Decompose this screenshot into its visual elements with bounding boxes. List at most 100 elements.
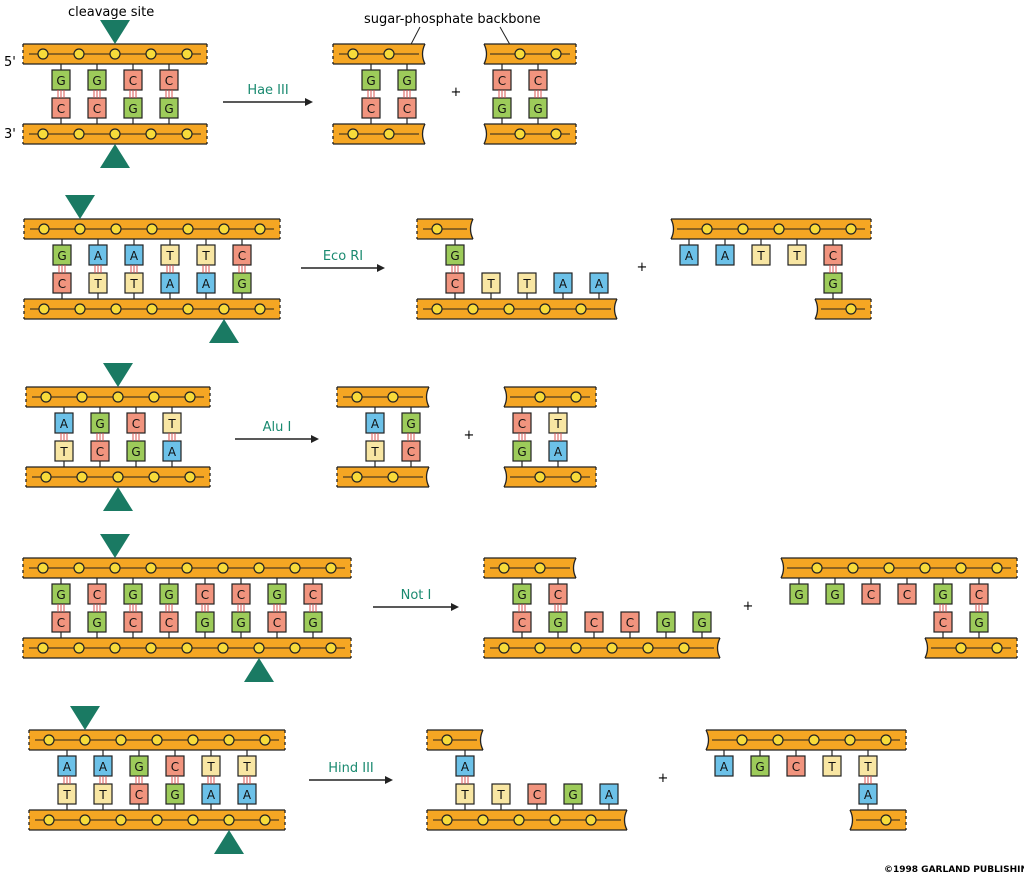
plus-sign: +	[637, 260, 648, 275]
base-letter: C	[129, 616, 137, 630]
base-letter: G	[533, 102, 542, 116]
phosphate-node	[110, 303, 122, 315]
phosphate-node	[351, 471, 363, 483]
base-letter: A	[371, 417, 380, 431]
top-strand-base: G	[51, 578, 71, 605]
top-strand-base: A	[124, 239, 144, 266]
product2-bottom-base: G	[528, 97, 548, 124]
phosphate-node	[37, 128, 49, 140]
base-box	[789, 583, 809, 605]
base-box	[589, 272, 609, 294]
bottom-strand-base: T	[57, 783, 77, 810]
product2-bottom-backbone	[814, 298, 872, 320]
base-letter: T	[242, 760, 251, 774]
cut-end	[572, 557, 577, 579]
base-box	[825, 583, 845, 605]
phosphate-node	[181, 48, 193, 60]
phosphate-node	[539, 303, 551, 315]
product2-bottom-backbone	[483, 123, 577, 145]
product2-top-base: C	[528, 64, 548, 91]
phosphate-node	[737, 223, 749, 235]
cut-end	[705, 729, 710, 751]
product2-top-base: C	[823, 239, 843, 266]
phosphate-node	[223, 734, 235, 746]
product1-bottom-backbone	[416, 298, 618, 320]
phosphate-node	[383, 48, 395, 60]
base-letter: T	[496, 788, 505, 802]
product1-bottom-base: G	[656, 611, 676, 638]
base-letter: C	[554, 588, 562, 602]
product1-top-base: G	[397, 64, 417, 91]
top-strand-base: C	[165, 750, 185, 777]
phosphate-node	[73, 48, 85, 60]
phosphate-node	[79, 734, 91, 746]
base-letter: C	[57, 616, 65, 630]
base-letter: G	[553, 616, 562, 630]
base-letter: A	[60, 417, 69, 431]
base-letter: C	[57, 102, 65, 116]
phosphate-node	[809, 223, 821, 235]
phosphate-node	[148, 471, 160, 483]
phosphate-node	[259, 734, 271, 746]
base-letter: G	[406, 417, 415, 431]
product2-top-base: A	[679, 239, 699, 266]
phosphate-node	[115, 814, 127, 826]
phosphate-node	[955, 642, 967, 654]
phosphate-node	[880, 814, 892, 826]
bottom-strand-backbone	[22, 637, 352, 659]
phosphate-node	[585, 814, 597, 826]
phosphate-node	[844, 734, 856, 746]
base-letter: A	[168, 445, 177, 459]
top-strand-base: A	[93, 750, 113, 777]
product2-top-base: C	[492, 64, 512, 91]
phosphate-node	[431, 223, 443, 235]
plus-sign: +	[658, 771, 669, 786]
product1-bottom-base: A	[589, 272, 609, 299]
phosphate-node	[845, 223, 857, 235]
top-strand-base: T	[162, 407, 182, 434]
phosphate-node	[325, 642, 337, 654]
base-letter: T	[486, 277, 495, 291]
phosphate-node	[347, 48, 359, 60]
base-letter: C	[238, 249, 246, 263]
bottom-strand-base: G	[87, 611, 107, 638]
product1-top-backbone	[336, 386, 430, 408]
enzyme-name: Not I	[401, 588, 432, 603]
cleavage-triangle-icon	[100, 20, 130, 44]
phosphate-node	[223, 814, 235, 826]
plus-sign: +	[743, 599, 754, 614]
top-strand-base: C	[232, 239, 252, 266]
base-letter: C	[590, 616, 598, 630]
top-strand-backbone	[22, 557, 352, 579]
bottom-strand-base: T	[93, 783, 113, 810]
phosphate-node	[259, 814, 271, 826]
product2-top-base: G	[789, 578, 809, 605]
phosphate-node	[570, 391, 582, 403]
base-letter: C	[939, 616, 947, 630]
base-letter: G	[92, 616, 101, 630]
phosphate-node	[477, 814, 489, 826]
phosphate-node	[253, 642, 265, 654]
top-strand-base: T	[196, 239, 216, 266]
cut-end	[421, 123, 426, 145]
base-letter: T	[201, 249, 210, 263]
base-letter: T	[165, 249, 174, 263]
plus-sign: +	[451, 85, 462, 100]
phosphate-node	[146, 223, 158, 235]
cut-end	[623, 809, 628, 831]
phosphate-node	[145, 562, 157, 574]
arrow-head-icon	[305, 98, 313, 106]
phosphate-node	[534, 471, 546, 483]
cut-end	[613, 298, 618, 320]
base-letter: T	[756, 249, 765, 263]
top-strand-base: T	[201, 750, 221, 777]
bottom-strand-base: G	[231, 611, 251, 638]
phosphate-node	[570, 642, 582, 654]
product1-top-base: A	[365, 407, 385, 434]
cleavage-triangle-icon	[214, 830, 244, 854]
phosphate-node	[145, 642, 157, 654]
phosphate-node	[534, 642, 546, 654]
base-box	[715, 244, 735, 266]
bottom-strand-base: C	[123, 611, 143, 638]
product1-bottom-base: C	[401, 440, 421, 467]
